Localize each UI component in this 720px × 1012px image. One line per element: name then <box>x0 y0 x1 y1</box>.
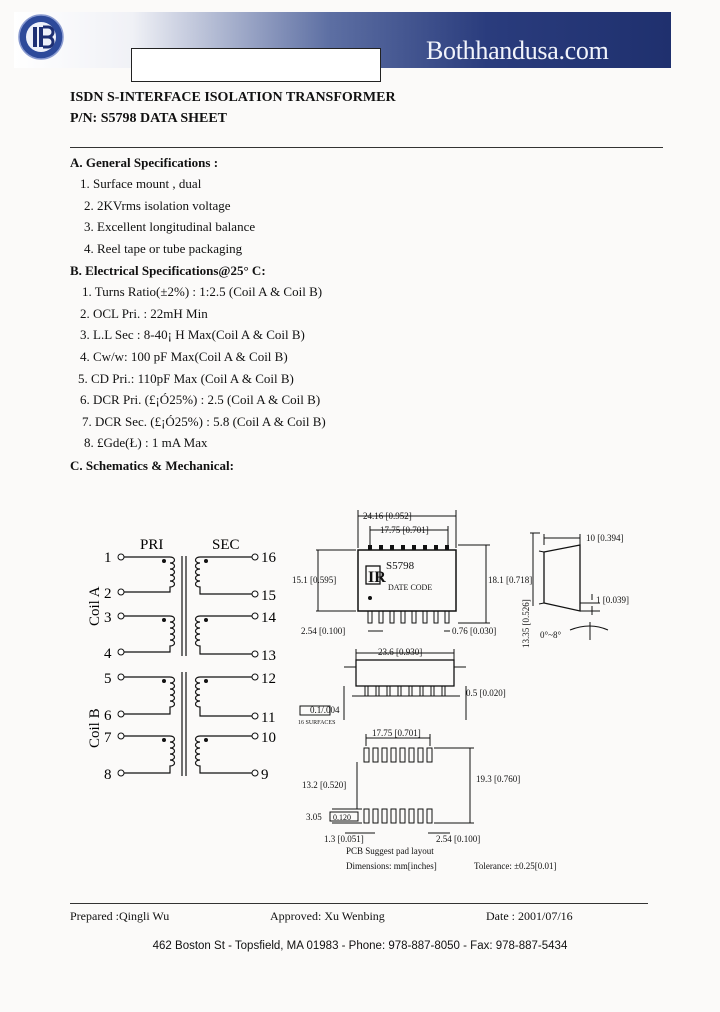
approved-by: Approved: Xu Wenbing <box>270 909 385 923</box>
part-marking: S5798 <box>386 560 415 572</box>
tolerance-note: Tolerance: ±0.25[0.01] <box>474 861 557 871</box>
doc-title: ISDN S-INTERFACE ISOLATION TRANSFORMER <box>70 90 396 105</box>
prepared-by: Prepared :Qingli Wu <box>70 909 170 923</box>
schematic-heading: C. Schematics & Mechanical: <box>70 458 234 473</box>
dim-lead-width: 0.76 [0.030] <box>452 626 496 636</box>
part-number: P/N: S5798 DATA SHEET <box>70 111 228 126</box>
general-spec-item: 4. Reel tape or tube packaging <box>84 241 243 256</box>
coplanarity-note: 16 SURFACES <box>298 720 335 726</box>
company-address: 462 Boston St - Topsfield, MA 01983 - Ph… <box>152 940 568 952</box>
date-code-marking: DATE CODE <box>388 583 432 592</box>
dim-body-length: 23.6 [0.930] <box>378 647 422 657</box>
divider-top <box>70 147 663 148</box>
pcb-caption: PCB Suggest pad layout <box>346 846 434 856</box>
pad-length-inch: 0.120 <box>333 813 351 822</box>
dim-standoff: 0.5 [0.020] <box>466 688 506 698</box>
pin-label: 6 <box>104 708 112 724</box>
dim-pin-span: 17.75 [0.701] <box>380 525 429 535</box>
electrical-spec-item: 2. OCL Pri. : 22mH Min <box>80 306 208 321</box>
coil-b-label: Coil B <box>87 708 103 748</box>
pin-label: 10 <box>261 730 276 746</box>
electrical-spec-item: 5. CD Pri.: 110pF Max (Coil A & Coil B) <box>78 371 294 386</box>
pin-label: 15 <box>261 588 276 604</box>
pri-label: PRI <box>140 537 163 553</box>
pad-inner: 13.2 [0.520] <box>302 780 346 790</box>
pin-label: 13 <box>261 648 276 664</box>
pin-label: 14 <box>261 610 277 626</box>
site-name[interactable]: Bothhandusa.com <box>426 36 609 65</box>
dim-overall-height: 18.1 [0.718] <box>488 575 532 585</box>
general-spec-heading: A. General Specifications : <box>70 155 219 170</box>
electrical-spec-item: 7. DCR Sec. (£¡Ó25%) : 5.8 (Coil A & Coi… <box>82 414 326 429</box>
divider-bottom <box>70 903 648 904</box>
dim-body-height: 15.1 [0.595] <box>292 575 336 585</box>
pin-label: 1 <box>104 550 112 566</box>
pin-label: 3 <box>104 610 112 626</box>
pin-label: 5 <box>104 671 112 687</box>
pin-label: 7 <box>104 730 112 746</box>
pad-length: 3.05 <box>306 812 322 822</box>
dim-lead-thickness: 1 [0.039] <box>596 595 629 605</box>
pin-label: 11 <box>261 710 275 726</box>
pin-label: 8 <box>104 767 112 783</box>
electrical-spec-item: 8. £Gde(Ł) : 1 mA Max <box>84 435 208 450</box>
electrical-spec-item: 3. L.L Sec : 8-40¡ H Max(Coil A & Coil B… <box>80 327 305 342</box>
coil-a-label: Coil A <box>87 586 103 626</box>
dimensions-note: Dimensions: mm[inches] <box>346 861 437 871</box>
dim-total-width: 24.16 [0.952] <box>363 511 412 521</box>
pin-label: 12 <box>261 671 276 687</box>
pin-label: 16 <box>261 550 277 566</box>
pin-label: 4 <box>104 646 112 662</box>
pin-label: 9 <box>261 767 269 783</box>
pad-span: 17.75 [0.701] <box>372 728 421 738</box>
electrical-spec-item: 1. Turns Ratio(±2%) : 1:2.5 (Coil A & Co… <box>82 284 323 299</box>
dim-side-width: 10 [0.394] <box>586 533 624 543</box>
electrical-spec-item: 6. DCR Pri. (£¡Ó25%) : 2.5 (Coil A & Coi… <box>80 392 321 407</box>
pad-outer: 19.3 [0.760] <box>476 774 520 784</box>
general-spec-item: 1. Surface mount , dual <box>80 176 202 191</box>
dim-side-height: 13.35 [0.526] <box>521 599 531 648</box>
body-logo-icon: IR <box>368 569 386 586</box>
part-title-box <box>131 48 381 82</box>
electrical-spec-heading: B. Electrical Specifications@25° C: <box>70 263 266 278</box>
general-spec-item: 3. Excellent longitudinal balance <box>84 219 256 234</box>
pin-label: 2 <box>104 586 112 602</box>
electrical-spec-item: 4. Cw/w: 100 pF Max(Coil A & Coil B) <box>80 349 288 364</box>
date: Date : 2001/07/16 <box>486 909 573 923</box>
coplanarity-value: 0.1/.004 <box>310 705 340 715</box>
general-spec-item: 2. 2KVrms isolation voltage <box>84 198 231 213</box>
dim-angle: 0°~8° <box>540 630 561 640</box>
pad-pitch: 2.54 [0.100] <box>436 834 480 844</box>
pin1-marker-icon <box>368 596 372 600</box>
pad-width: 1.3 [0.051] <box>324 834 364 844</box>
sec-label: SEC <box>212 537 240 553</box>
dim-pitch: 2.54 [0.100] <box>301 626 345 636</box>
company-logo <box>18 14 64 60</box>
